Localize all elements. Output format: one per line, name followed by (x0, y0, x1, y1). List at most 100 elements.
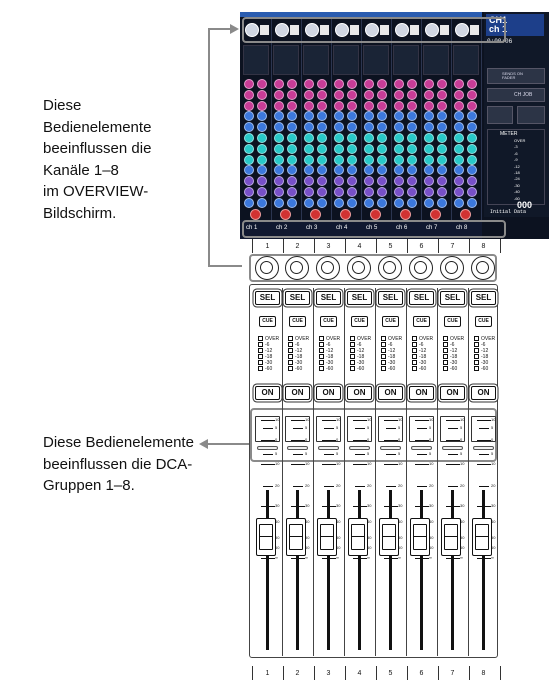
screen-send-knob-icon[interactable] (317, 111, 327, 122)
screen-channel-column[interactable] (391, 17, 422, 222)
screen-send-knob-icon[interactable] (424, 154, 434, 165)
screen-send-knob-icon[interactable] (377, 143, 387, 154)
screen-send-knob-icon[interactable] (407, 122, 417, 133)
screen-send-knob-icon[interactable] (377, 89, 387, 100)
screen-send-knob-icon[interactable] (347, 100, 357, 111)
channel-encoder-knob-icon[interactable] (440, 256, 464, 280)
screen-send-knob-icon[interactable] (437, 122, 447, 133)
screen-send-knob-icon[interactable] (454, 197, 464, 208)
screen-send-knob-icon[interactable] (257, 187, 267, 197)
screen-send-knob-icon[interactable] (347, 197, 357, 208)
screen-send-knob-icon[interactable] (347, 165, 357, 176)
screen-send-knob-icon[interactable] (467, 133, 477, 143)
screen-send-knob-icon[interactable] (334, 197, 344, 208)
screen-send-knob-icon[interactable] (377, 79, 387, 89)
screen-send-knob-icon[interactable] (467, 79, 477, 89)
screen-knob-icon[interactable] (305, 23, 319, 37)
screen-channel-tab[interactable]: ch 2 (276, 225, 288, 231)
screen-send-knob-icon[interactable] (364, 89, 374, 100)
sel-key[interactable]: SEL (440, 291, 465, 305)
screen-send-knob-icon[interactable] (407, 111, 417, 122)
screen-send-knob-icon[interactable] (317, 165, 327, 176)
fader-knob[interactable] (256, 518, 276, 556)
screen-send-knob-icon[interactable] (467, 176, 477, 187)
screen-send-knob-icon[interactable] (244, 165, 254, 176)
screen-send-knob-icon[interactable] (304, 133, 314, 143)
screen-send-knob-icon[interactable] (424, 79, 434, 89)
screen-send-knob-icon[interactable] (407, 197, 417, 208)
screen-send-knob-icon[interactable] (424, 133, 434, 143)
channel-encoder-knob-icon[interactable] (471, 256, 495, 280)
screen-send-knob-icon[interactable] (364, 122, 374, 133)
screen-send-knob-icon[interactable] (287, 154, 297, 165)
screen-send-knob-icon[interactable] (244, 197, 254, 208)
sends-on-fader-button[interactable]: SENDS ON FADER (487, 68, 545, 84)
screen-channel-tab[interactable]: ch 8 (456, 225, 468, 231)
screen-send-knob-icon[interactable] (467, 111, 477, 122)
screen-send-knob-icon[interactable] (347, 89, 357, 100)
cue-key[interactable]: CUE (475, 316, 492, 327)
screen-send-knob-icon[interactable] (287, 79, 297, 89)
screen-send-knob-icon[interactable] (257, 154, 267, 165)
screen-send-knob-icon[interactable] (454, 143, 464, 154)
screen-send-knob-icon[interactable] (274, 89, 284, 100)
screen-send-knob-icon[interactable] (244, 143, 254, 154)
screen-send-knob-icon[interactable] (334, 100, 344, 111)
cue-key[interactable]: CUE (413, 316, 430, 327)
screen-send-knob-icon[interactable] (257, 89, 267, 100)
screen-send-knob-icon[interactable] (244, 100, 254, 111)
screen-send-knob-icon[interactable] (287, 133, 297, 143)
screen-send-knob-icon[interactable] (407, 187, 417, 197)
screen-channel-column[interactable] (301, 17, 332, 222)
screen-send-knob-icon[interactable] (347, 154, 357, 165)
cue-key[interactable]: CUE (444, 316, 461, 327)
screen-send-knob-icon[interactable] (287, 122, 297, 133)
on-key[interactable]: ON (316, 386, 341, 400)
screen-send-knob-icon[interactable] (304, 187, 314, 197)
screen-send-knob-icon[interactable] (424, 165, 434, 176)
screen-send-knob-icon[interactable] (437, 176, 447, 187)
screen-send-knob-icon[interactable] (467, 197, 477, 208)
screen-send-knob-icon[interactable] (274, 176, 284, 187)
channel-encoder-knob-icon[interactable] (409, 256, 433, 280)
screen-send-knob-icon[interactable] (317, 79, 327, 89)
screen-send-knob-icon[interactable] (377, 111, 387, 122)
screen-send-knob-icon[interactable] (287, 176, 297, 187)
screen-send-knob-icon[interactable] (257, 79, 267, 89)
screen-red-knob-icon[interactable] (430, 209, 441, 220)
screen-send-knob-icon[interactable] (244, 154, 254, 165)
screen-send-knob-icon[interactable] (287, 89, 297, 100)
screen-send-knob-icon[interactable] (394, 79, 404, 89)
screen-send-knob-icon[interactable] (394, 143, 404, 154)
screen-send-knob-icon[interactable] (304, 176, 314, 187)
screen-send-knob-icon[interactable] (394, 187, 404, 197)
screen-send-knob-icon[interactable] (317, 154, 327, 165)
screen-channel-column[interactable] (421, 17, 452, 222)
screen-send-knob-icon[interactable] (437, 100, 447, 111)
screen-channel-tab[interactable]: ch 6 (396, 225, 408, 231)
screen-send-knob-icon[interactable] (467, 100, 477, 111)
screen-send-knob-icon[interactable] (437, 79, 447, 89)
screen-send-knob-icon[interactable] (424, 100, 434, 111)
screen-send-knob-icon[interactable] (244, 111, 254, 122)
screen-send-knob-icon[interactable] (334, 165, 344, 176)
screen-send-knob-icon[interactable] (334, 79, 344, 89)
on-key[interactable]: ON (378, 386, 403, 400)
sel-key[interactable]: SEL (409, 291, 434, 305)
screen-send-knob-icon[interactable] (244, 89, 254, 100)
fader-knob[interactable] (472, 518, 492, 556)
screen-send-knob-icon[interactable] (304, 122, 314, 133)
on-key[interactable]: ON (255, 386, 280, 400)
screen-send-knob-icon[interactable] (317, 100, 327, 111)
screen-send-knob-icon[interactable] (424, 187, 434, 197)
scene-display[interactable]: 000 Initial Data (487, 200, 547, 217)
on-key[interactable]: ON (471, 386, 496, 400)
screen-send-knob-icon[interactable] (407, 143, 417, 154)
fader-knob[interactable] (348, 518, 368, 556)
screen-send-knob-icon[interactable] (407, 89, 417, 100)
screen-send-knob-icon[interactable] (317, 187, 327, 197)
screen-send-knob-icon[interactable] (364, 176, 374, 187)
screen-send-knob-icon[interactable] (274, 79, 284, 89)
screen-send-knob-icon[interactable] (407, 165, 417, 176)
screen-send-knob-icon[interactable] (287, 165, 297, 176)
